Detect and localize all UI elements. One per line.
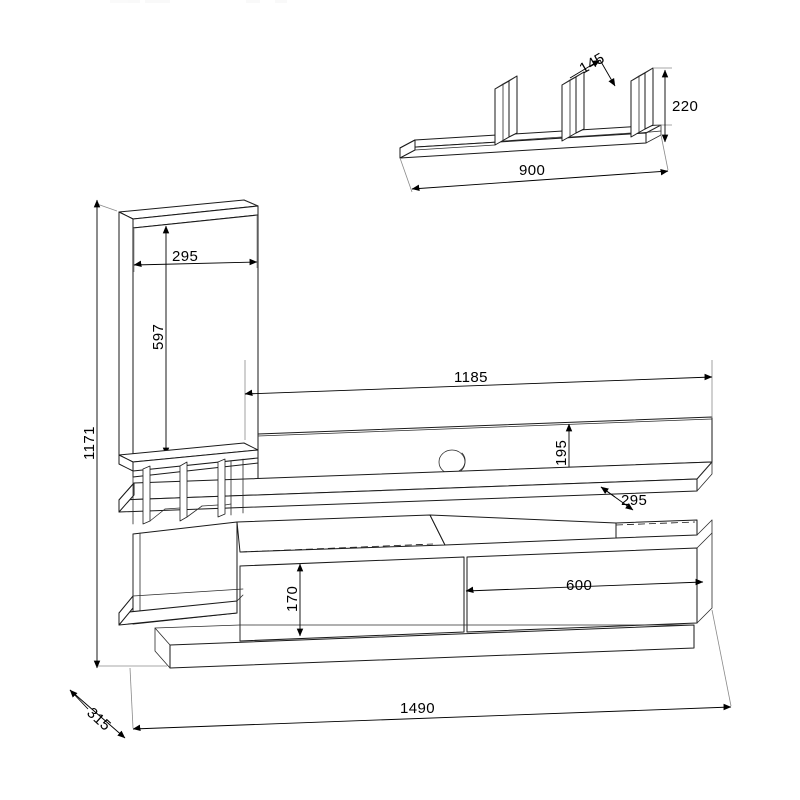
open-shelf-divider-2 bbox=[179, 461, 188, 522]
mid-recess-top-face bbox=[236, 514, 446, 553]
open-shelf-divider-1 bbox=[142, 465, 151, 525]
top-long-shelf-right-end bbox=[696, 461, 713, 492]
tall-cabinet-left-side bbox=[118, 211, 134, 468]
dim-shelf-length-label: 900 bbox=[519, 162, 545, 179]
dim-total-width-label: 1490 bbox=[400, 700, 435, 717]
dim-unit-depth: 315 bbox=[69, 689, 126, 739]
top-edge-artifact bbox=[110, 0, 287, 3]
mid-recess-hidden-right bbox=[615, 521, 696, 526]
dim-total-height-label: 1171 bbox=[81, 426, 98, 460]
dim-cabinet-width-label: 295 bbox=[172, 248, 198, 265]
bottom-board-top-edge bbox=[132, 588, 244, 597]
dim-tv-panel-width: 1185 bbox=[244, 360, 713, 440]
wall-shelf-deck-back-3 bbox=[638, 130, 662, 134]
wall-shelf-deck-back-1 bbox=[502, 136, 563, 142]
top-long-shelf-left-end bbox=[118, 482, 135, 513]
bottom-board-left-end bbox=[118, 595, 134, 626]
lower-cabinet-top-right-chamfer bbox=[696, 519, 713, 536]
dim-shelf-divider-height-label: 220 bbox=[672, 98, 698, 115]
open-shelf-connector-2 bbox=[186, 505, 203, 518]
wall-shelf-deck-back-2 bbox=[569, 132, 632, 138]
base-plinth-front bbox=[169, 624, 695, 669]
open-shelf-back-rail-3 bbox=[224, 503, 232, 506]
mid-recess-far-right-top bbox=[615, 519, 698, 539]
wall-shelf-divider-2-side bbox=[561, 76, 577, 142]
dim-top-shelf-depth: 295 bbox=[600, 486, 647, 511]
open-shelf-back-rail-2 bbox=[201, 504, 219, 507]
dim-tv-panel-width-label: 1185 bbox=[454, 369, 488, 386]
dim-drawer-height: 170 bbox=[284, 563, 304, 637]
wall-shelf-divider-2-front bbox=[575, 71, 585, 134]
tall-cabinet-top-right-edge bbox=[243, 199, 259, 207]
open-shelf-section bbox=[118, 442, 259, 525]
wall-shelf-divider-3-front bbox=[644, 67, 654, 130]
dim-total-height: 1171 bbox=[81, 199, 167, 669]
tall-cabinet-assembly: 295 597 bbox=[118, 199, 259, 478]
dim-drawer-height-label: 170 bbox=[284, 586, 301, 612]
dim-drawer-width: 600 bbox=[465, 577, 704, 594]
drawer-left-front bbox=[239, 556, 465, 642]
dim-shelf-length: 900 bbox=[399, 134, 669, 193]
mid-recess-right-step bbox=[429, 514, 617, 546]
wall-shelf-divider-3-side bbox=[630, 72, 646, 138]
mid-recess-hidden-back bbox=[239, 543, 434, 553]
open-shelf-top-board-front bbox=[132, 449, 259, 472]
dim-cabinet-door-height-label: 597 bbox=[150, 324, 167, 350]
wall-shelf-right-end-edge bbox=[645, 124, 662, 144]
top-long-shelf: 295 bbox=[118, 461, 713, 513]
base-plinth-top-left bbox=[154, 624, 241, 629]
open-shelf-back-rail-1 bbox=[164, 507, 181, 510]
lower-cabinet-assembly: 170 600 bbox=[118, 514, 713, 669]
cable-grommet-hole-inner bbox=[458, 452, 466, 472]
drawer-right-end-face bbox=[696, 532, 713, 624]
open-shelf-divider-3 bbox=[217, 458, 226, 518]
dim-total-width: 1490 bbox=[129, 609, 732, 731]
tv-back-panel-top-crease bbox=[257, 418, 713, 437]
dim-tv-panel-height-label: 195 bbox=[553, 440, 570, 466]
dim-top-shelf-depth-label: 295 bbox=[621, 492, 647, 509]
wall-shelf-deck-back-0 bbox=[414, 144, 496, 151]
wall-shelf-divider-1-front bbox=[508, 75, 518, 138]
dim-shelf-divider-height: 220 bbox=[653, 67, 698, 143]
base-plinth-left-end bbox=[154, 627, 171, 669]
dim-drawer-width-label: 600 bbox=[566, 577, 592, 594]
open-shelf-connector-1 bbox=[149, 508, 166, 522]
bottom-board-right-edge bbox=[236, 594, 244, 602]
wall-shelf-divider-1-side bbox=[494, 80, 510, 146]
wall-shelf-assembly: 145 220 900 bbox=[399, 50, 698, 193]
dim-cabinet-width: 295 bbox=[133, 216, 258, 272]
